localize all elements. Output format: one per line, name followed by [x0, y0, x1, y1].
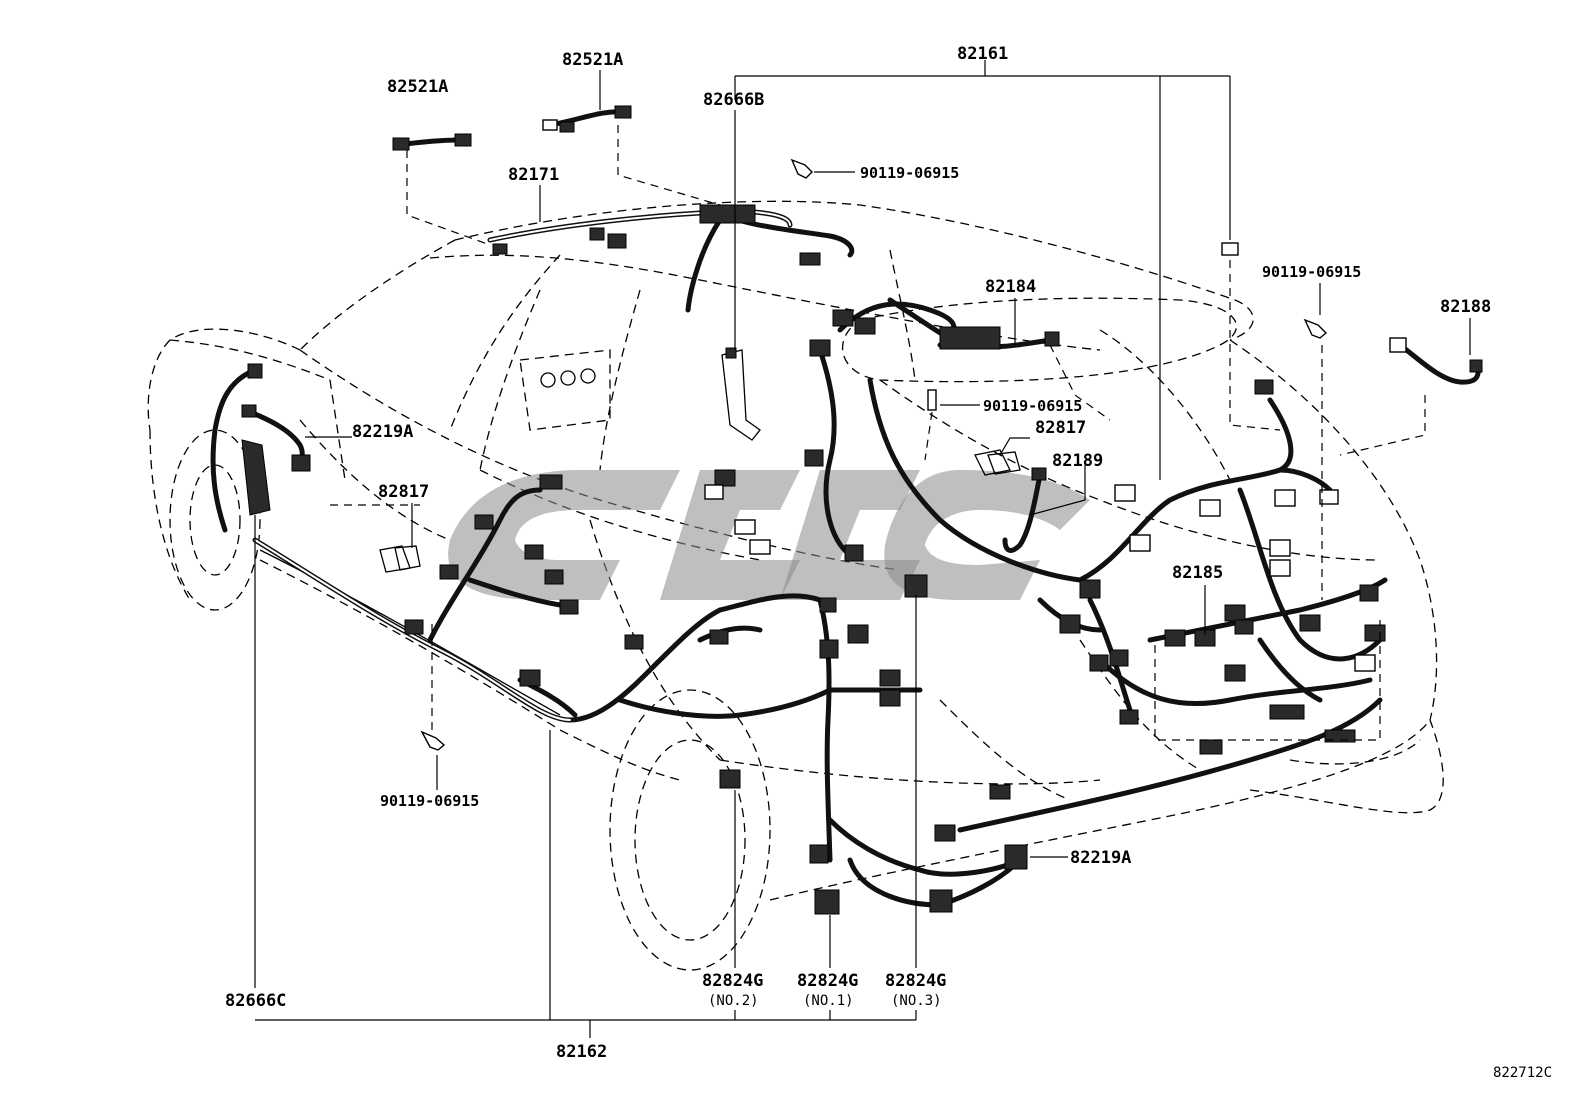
label-82188: 82188 [1440, 297, 1491, 317]
part-82188 [1389, 337, 1483, 385]
harness-82162 [252, 469, 1383, 915]
label-82161: 82161 [957, 44, 1008, 64]
harness-82161 [804, 301, 1388, 725]
label-82824g-no2: 82824G [702, 971, 763, 991]
label-82521a-left: 82521A [387, 77, 448, 97]
part-82666c [241, 439, 271, 516]
label-82824g-no3-note: (NO.3) [891, 993, 942, 1009]
label-82666b: 82666B [703, 90, 764, 110]
label-bolt-center: 90119-06915 [983, 397, 1082, 415]
label-bolt-bottom: 90119-06915 [380, 792, 479, 810]
label-82184: 82184 [985, 277, 1036, 297]
leader-lines [254, 60, 1471, 1038]
part-82666b [721, 347, 761, 441]
figure-id: 822712C [1493, 1065, 1552, 1081]
watermark-logo [448, 470, 1090, 600]
bolt-right [1303, 318, 1328, 339]
label-82666c: 82666C [225, 991, 286, 1011]
label-82817-right: 82817 [1035, 418, 1086, 438]
bolt-top [790, 158, 813, 179]
harness-front [210, 363, 263, 533]
label-82824g-no3: 82824G [885, 971, 946, 991]
label-bolt-right: 90119-06915 [1262, 263, 1361, 281]
part-82219a-left [241, 404, 311, 472]
harness-82171 [487, 204, 855, 313]
label-82219a-left: 82219A [352, 422, 413, 442]
part-82521a-left [392, 133, 472, 151]
part-82189 [1002, 467, 1047, 553]
label-82189: 82189 [1052, 451, 1103, 471]
label-82171: 82171 [508, 165, 559, 185]
part-labels: 82161 82521A 82521A 82666B 82171 90119-0… [225, 44, 1552, 1081]
label-82162: 82162 [556, 1042, 607, 1062]
part-82184 [887, 297, 1060, 350]
label-82185: 82185 [1172, 563, 1223, 583]
label-82824g-no1: 82824G [797, 971, 858, 991]
label-82521a-mid: 82521A [562, 50, 623, 70]
label-82824g-no1-note: (NO.1) [803, 993, 854, 1009]
label-82824g-no2-note: (NO.2) [708, 993, 759, 1009]
part-82817-left [379, 545, 421, 573]
label-bolt-top: 90119-06915 [860, 164, 959, 182]
part-82521a-mid [542, 105, 632, 133]
label-82817-left: 82817 [378, 482, 429, 502]
part-82817-right [974, 449, 1021, 476]
part-82161-clip [1221, 242, 1239, 256]
bolt-bottom [420, 730, 446, 751]
label-82219a-right: 82219A [1070, 848, 1131, 868]
bolt-center [927, 389, 937, 411]
part-82185 [1234, 619, 1254, 635]
